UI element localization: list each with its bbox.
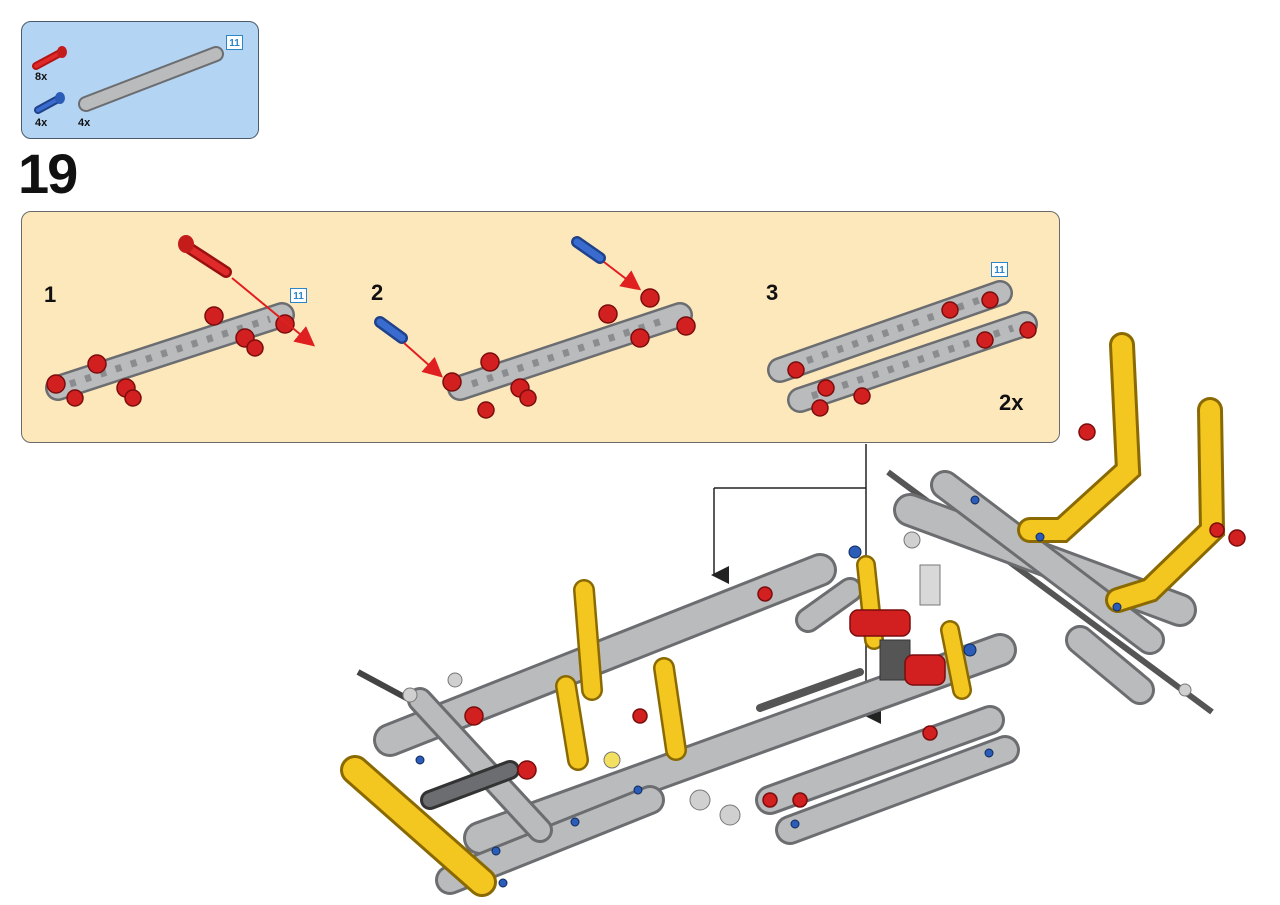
substep-2-arrow-left (403, 342, 443, 378)
substep-3-label: 3 (766, 280, 779, 305)
substep-1-label: 1 (44, 282, 57, 307)
blue-axle-pin-icon (34, 92, 65, 114)
substep-2-arrow-right (603, 261, 642, 291)
yellow-parts (340, 332, 1226, 897)
beam-length-badge: 11 (226, 35, 243, 50)
substep-3-beam-badge: 11 (991, 262, 1008, 277)
substep-2-beam (447, 302, 693, 401)
misc-connectors (402, 531, 1192, 826)
substep-1-beam (45, 302, 295, 401)
substep-multiplier: 2x (999, 390, 1024, 415)
blue-pin-qty: 4x (35, 117, 48, 129)
dark-gray-parts (420, 564, 941, 810)
beam-qty: 4x (78, 117, 91, 129)
substep-1-incoming-pin (178, 235, 232, 278)
axle-left (356, 669, 412, 703)
substep-2-incoming-blue-pin-right (571, 236, 606, 264)
substep-2-incoming-blue-pin-left (374, 316, 408, 344)
red-pins (464, 423, 1246, 808)
red-friction-pin-icon (32, 46, 67, 70)
substep-1-beam-badge: 11 (290, 288, 307, 303)
substep-2-pins (442, 288, 696, 419)
red-pin-qty: 8x (35, 71, 48, 83)
parts-callout-art (32, 46, 224, 114)
substep-2-label: 2 (371, 280, 384, 305)
substep-1-arrow (231, 277, 316, 347)
gray-beam-11-icon (78, 46, 224, 112)
parts-callout: 8x 4x 4x 11 (21, 21, 259, 139)
substep-1-pins (46, 306, 295, 407)
step-number: 19 (18, 142, 78, 205)
chassis-model (340, 332, 1246, 897)
blue-pins (415, 495, 1122, 888)
substep-3-pins (787, 291, 1037, 417)
